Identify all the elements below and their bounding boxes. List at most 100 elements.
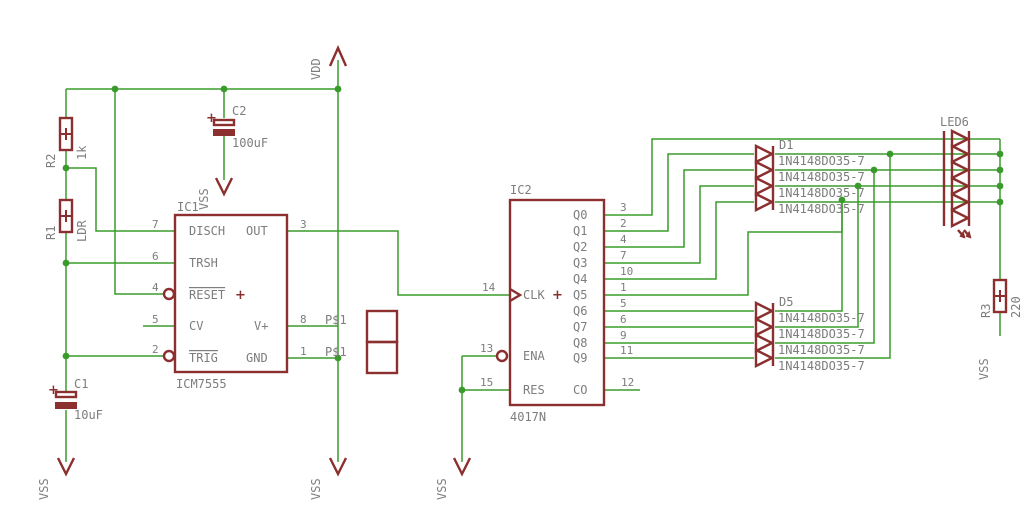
diode-top-label-1: 1N4148DO35-7	[778, 154, 865, 168]
ic2-num-q1: 2	[620, 217, 627, 230]
ic1-part: ICM7555	[176, 377, 227, 391]
capacitor-c2: + C2 100uF	[206, 104, 268, 150]
r3-value: 220	[1009, 296, 1023, 318]
vss-symbol-ic2: VSS	[435, 457, 472, 500]
svg-text:+: +	[552, 288, 563, 303]
ic2-name: IC2	[510, 183, 532, 197]
ps-connector: P$1 P$1	[325, 309, 399, 375]
ic2-num-ena: 13	[480, 342, 493, 355]
ic1-name: IC1	[177, 200, 199, 214]
ic2-num-q9: 11	[620, 344, 633, 357]
diode-bottom-label-1: 1N4148DO35-7	[778, 311, 865, 325]
vdd-symbol: VDD	[309, 45, 348, 80]
ic1-num-disch: 7	[152, 218, 159, 231]
diode-bottom-label-4: 1N4148DO35-7	[778, 359, 865, 373]
ic2-num-q0: 3	[620, 201, 627, 214]
ic2-num-q8: 9	[620, 329, 627, 342]
ic1-num-gnd: 1	[300, 345, 307, 358]
ic2-pin-q4: Q4	[573, 272, 587, 286]
r2-value: 1k	[75, 145, 89, 160]
ic2-part: 4017N	[510, 410, 546, 424]
c1-value: 10uF	[74, 408, 103, 422]
ic1-pin-trsh: TRSH	[189, 256, 218, 270]
c2-value: 100uF	[232, 136, 268, 150]
ic1-num-vplus: 8	[300, 313, 307, 326]
ic1-num-cv: 5	[152, 313, 159, 326]
ic1-num-trsh: 6	[152, 250, 159, 263]
c1-name: C1	[74, 377, 88, 391]
ic2-num-clk: 14	[482, 281, 496, 294]
ic1-pin-gnd: GND	[246, 351, 268, 365]
ic2-num-q6: 5	[620, 297, 627, 310]
led-name: LED6	[940, 115, 969, 129]
ic1-pin-cv: CV	[189, 319, 203, 333]
ic2-pin-q9: Q9	[573, 351, 587, 365]
ic2-pin-q7: Q7	[573, 320, 587, 334]
ic2-pin-q6: Q6	[573, 304, 587, 318]
ic2-num-q7: 6	[620, 313, 627, 326]
r2-name: R2	[44, 154, 58, 168]
r1-value: LDR	[75, 220, 89, 242]
vss-label-ic2: VSS	[435, 478, 449, 500]
capacitor-c1: + C1 10uF	[48, 377, 103, 422]
ic1-pin-disch: DISCH	[189, 224, 225, 238]
ps-label-1: P$1	[325, 313, 347, 327]
ic2-num-q4: 10	[620, 265, 633, 278]
ic1-timer: IC1 ICM7555 DISCH TRSH RESET + CV TRIG O…	[152, 200, 307, 391]
svg-text:+: +	[48, 383, 59, 398]
resistor-r1: R1 LDR	[44, 198, 89, 242]
ic2-pin-res: RES	[523, 383, 545, 397]
vss-symbol-mid: VSS	[309, 457, 348, 500]
diode-bottom-label-2: 1N4148DO35-7	[778, 327, 865, 341]
ic1-pin-trig: TRIG	[189, 351, 218, 365]
ic1-pin-out: OUT	[246, 224, 268, 238]
vss-symbol-left: VSS	[37, 457, 76, 500]
svg-text:+: +	[235, 288, 246, 303]
ic2-pin-q5: Q5	[573, 288, 587, 302]
vss-symbol-right: VSS	[977, 358, 991, 380]
c2-name: C2	[232, 104, 246, 118]
vdd-label: VDD	[309, 58, 323, 80]
ic1-pin-reset: RESET	[189, 288, 225, 302]
resistor-r3: R3 220	[979, 278, 1023, 318]
vss-label-mid: VSS	[309, 478, 323, 500]
ic1-num-out: 3	[300, 218, 307, 231]
svg-text:+: +	[206, 111, 217, 126]
resistor-r2: R2 1k	[44, 116, 89, 168]
ic2-pin-co: CO	[573, 383, 587, 397]
ic2-num-co: 12	[621, 376, 634, 389]
diode-bottom-name: D5	[779, 295, 793, 309]
led-array: LED6	[940, 115, 972, 239]
ic2-pin-ena: ENA	[523, 349, 545, 363]
ic1-num-trig: 2	[152, 343, 159, 356]
ic2-num-q3: 7	[620, 249, 627, 262]
diode-top-name: D1	[779, 138, 793, 152]
ic2-num-res: 15	[480, 376, 493, 389]
diode-group-bottom: D5 1N4148DO35-7 1N4148DO35-7 1N4148DO35-…	[754, 295, 865, 373]
ic2-counter: IC2 4017N CLK + ENA RES CO Q0 Q1 Q2 Q3 Q…	[480, 183, 634, 424]
vss-label-right: VSS	[977, 358, 991, 380]
ic2-pin-q1: Q1	[573, 224, 587, 238]
ps-label-2: P$1	[325, 345, 347, 359]
diode-bottom-label-3: 1N4148DO35-7	[778, 343, 865, 357]
vss-label-left: VSS	[37, 478, 51, 500]
vss-symbol-c2	[214, 177, 234, 197]
vss-label-c2: VSS	[197, 188, 211, 210]
ic2-pin-q0: Q0	[573, 208, 587, 222]
ic2-pin-clk: CLK	[523, 288, 545, 302]
ic2-pin-q2: Q2	[573, 240, 587, 254]
diode-group-top: D1 1N4148DO35-7 1N4148DO35-7 1N4148DO35-…	[754, 138, 865, 216]
r3-name: R3	[979, 304, 993, 318]
diode-top-label-2: 1N4148DO35-7	[778, 170, 865, 184]
ic2-num-q5: 1	[620, 281, 627, 294]
junctions	[62, 85, 1004, 394]
diode-top-label-4: 1N4148DO35-7	[778, 202, 865, 216]
r1-name: R1	[44, 226, 58, 240]
ic1-num-reset: 4	[152, 281, 159, 294]
ic2-pin-q8: Q8	[573, 336, 587, 350]
diode-top-label-3: 1N4148DO35-7	[778, 186, 865, 200]
ic2-pin-q3: Q3	[573, 256, 587, 270]
ic2-num-q2: 4	[620, 233, 627, 246]
ic1-pin-vplus: V+	[254, 319, 268, 333]
